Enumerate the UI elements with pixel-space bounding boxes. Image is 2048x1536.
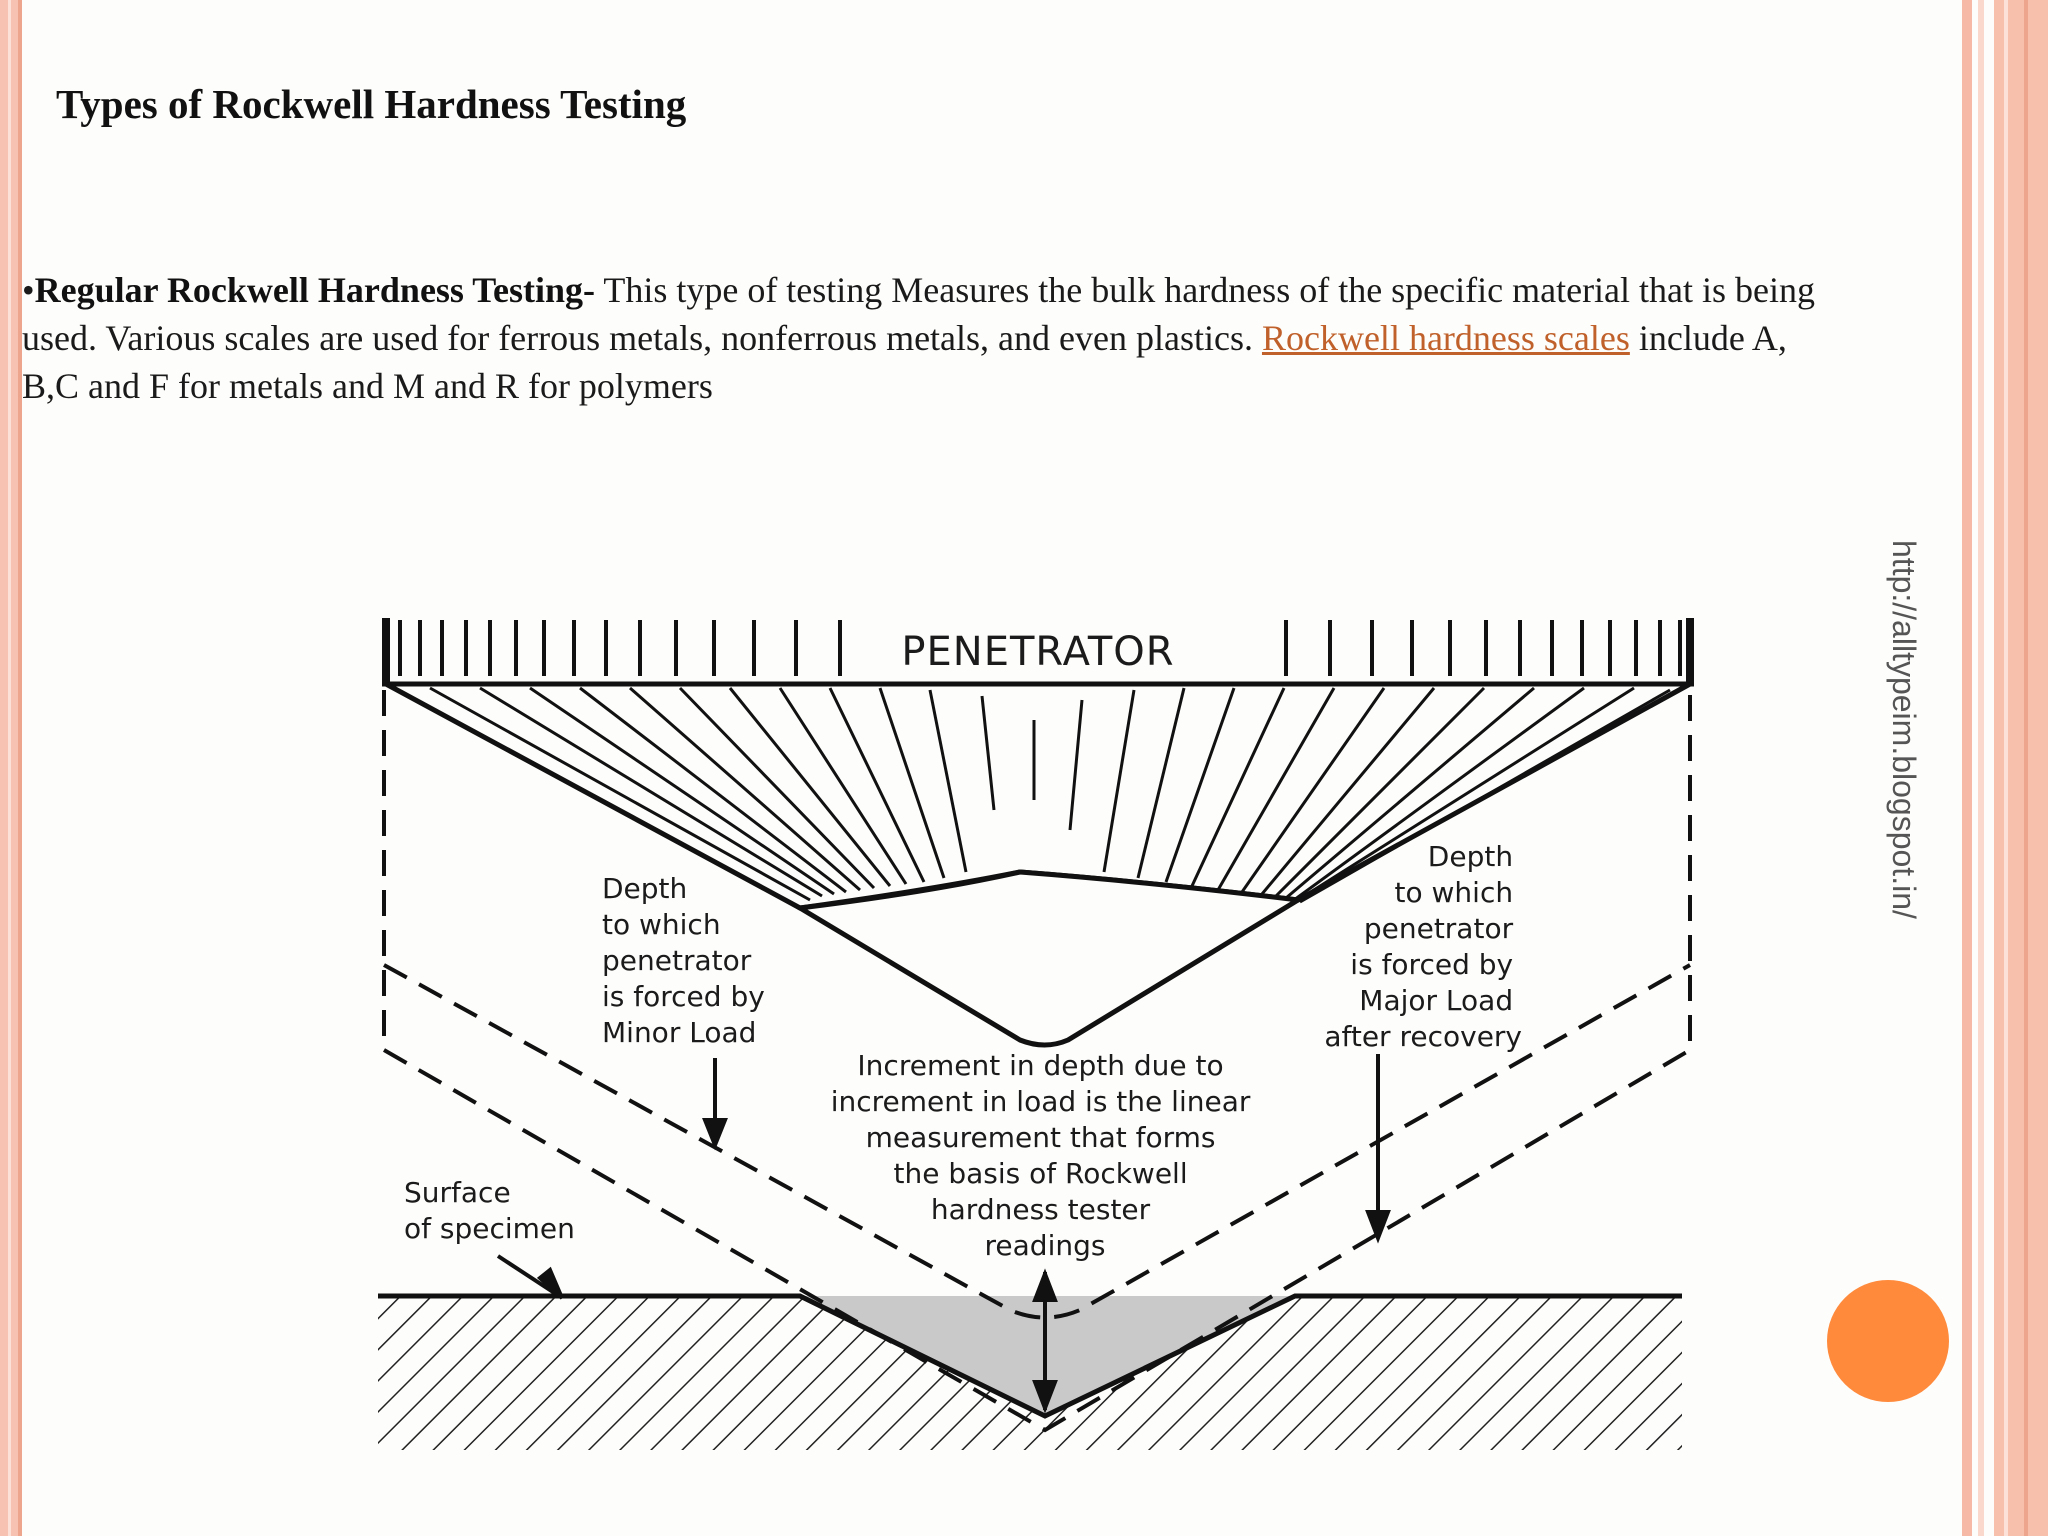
penetrator-tip — [792, 869, 1306, 1048]
minor-load-label: Depth to which penetrator is forced by M… — [602, 872, 774, 1049]
slide-border-right-stripe — [1978, 0, 1984, 1536]
penetrator-ticks — [398, 620, 1682, 676]
source-url: http://alltypeim.blogspot.in/ — [1886, 540, 1922, 919]
slide-border-left-inner — [8, 0, 11, 1536]
increment-arrow — [1032, 1268, 1058, 1414]
slide-border-right-stripe — [1994, 0, 2048, 1536]
minor-load-arrow — [702, 1058, 728, 1151]
rockwell-diagram: PENETRATOR Depth — [378, 618, 1694, 1450]
indentation-area — [800, 1296, 1295, 1416]
slide-border-right-stripe — [2004, 0, 2008, 1536]
major-load-arrow — [1365, 1054, 1391, 1244]
penetrator-top — [382, 618, 1694, 678]
increment-label: Increment in depth due to increment in l… — [831, 1049, 1260, 1262]
penetrator-label: PENETRATOR — [901, 629, 1174, 675]
decorative-circle — [1827, 1280, 1949, 1402]
cone-hatching — [429, 686, 1671, 904]
body-text-2: include A, B,C and F for metals and M an… — [22, 318, 1787, 406]
slide-border-right-stripe — [1962, 0, 1972, 1536]
slide-border-left — [0, 0, 22, 1536]
specimen-surface — [378, 1293, 1682, 1419]
specimen-body — [378, 1296, 1682, 1450]
body-paragraph: •Regular Rockwell Hardness Testing- This… — [22, 266, 1822, 410]
major-load-outline — [383, 963, 1691, 1320]
body-text-1: This type of testing Measures the bulk h… — [22, 270, 1816, 358]
slide-border-right-stripe — [2024, 0, 2028, 1536]
surface-label: Surface of specimen — [404, 1176, 575, 1245]
bullet: • — [22, 270, 35, 310]
rockwell-scales-link[interactable]: Rockwell hardness scales — [1261, 318, 1630, 358]
bold-lead: Regular Rockwell Hardness Testing- — [34, 270, 595, 310]
surface-arrow — [496, 1254, 564, 1300]
major-load-label: Depth to which penetrator is forced by M… — [1324, 840, 1522, 1053]
minor-load-outline — [382, 690, 1692, 1433]
slide-title: Types of Rockwell Hardness Testing — [56, 81, 687, 127]
